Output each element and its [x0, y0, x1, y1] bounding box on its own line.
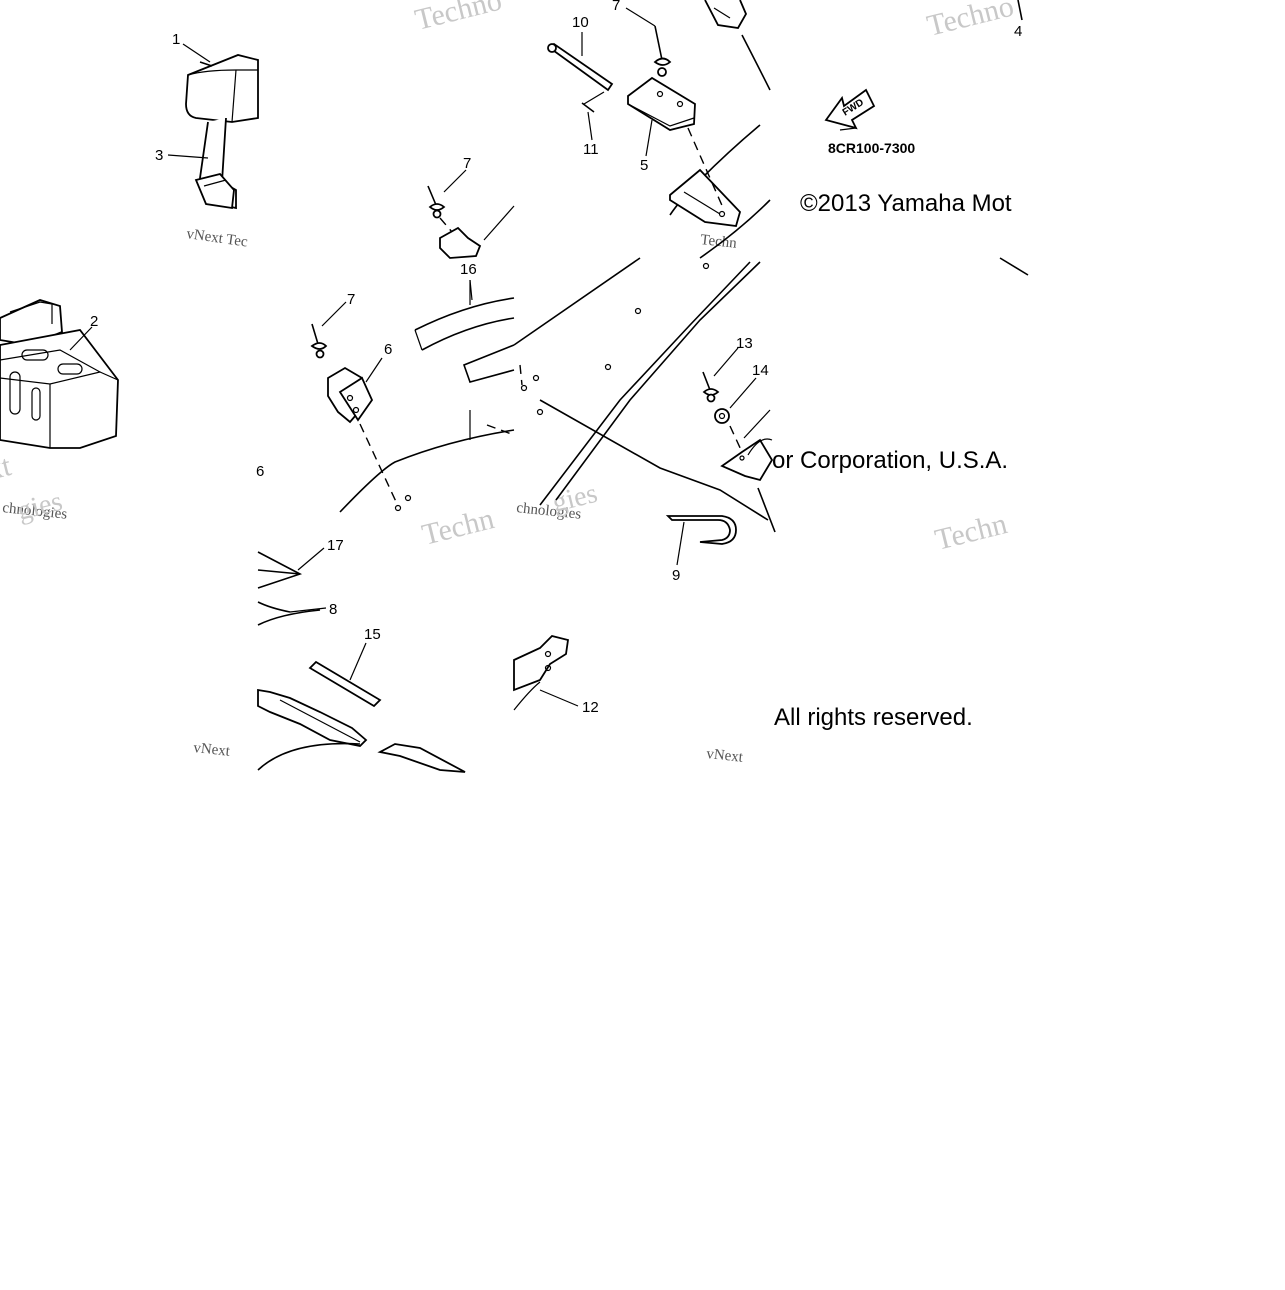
callout: 15 [364, 626, 381, 643]
fender-holes [519, 262, 710, 416]
part-pin-7-center [427, 185, 482, 259]
watermark: Techno [412, 0, 505, 37]
part-bracket-5 [547, 42, 696, 131]
callout: 11 [583, 141, 599, 158]
callout: 17 [327, 537, 344, 554]
leader-lines [69, 7, 757, 707]
callout: 7 [612, 0, 620, 14]
callout: 9 [672, 567, 680, 584]
watermark: chnologies [2, 500, 68, 523]
watermark: Techn [932, 507, 1011, 557]
copyright-line-3: All rights reserved. [774, 704, 973, 731]
watermark: vNext Tec [185, 226, 249, 250]
callout: 14 [752, 362, 769, 379]
part-bracket-lower [669, 127, 742, 227]
callout: 13 [736, 335, 753, 352]
callout: 16 [460, 261, 477, 278]
watermark: Techno [924, 0, 1017, 43]
callout: 6 [256, 463, 264, 480]
copyright-line-2: or Corporation, U.S.A. [772, 447, 1008, 474]
part-rod-9 [665, 515, 737, 545]
watermark: vNext [706, 746, 745, 766]
watermark: Techn [700, 232, 738, 252]
part-fender-lower [257, 551, 466, 773]
callout: 7 [347, 291, 355, 308]
part-battery-box [0, 299, 119, 449]
drawing-code: 8CR100-7300 [828, 140, 915, 156]
callout-labels: 1 2 3 4 5 6 6 7 7 7 8 9 10 11 12 13 14 1… [90, 0, 1022, 716]
callout: 8 [329, 601, 337, 618]
part-bracket-4 [704, 0, 748, 29]
part-bracket-12 [513, 635, 570, 711]
callout: 10 [572, 14, 589, 31]
callout: 5 [640, 157, 648, 174]
part-fender-center [339, 0, 1029, 521]
part-bracket-13-14 [702, 371, 776, 533]
watermark: vNext [193, 740, 232, 760]
watermark-layer: Techno Techno vNext Tec chnologies Techn… [0, 0, 1017, 766]
callout: 1 [172, 31, 180, 48]
callout: 2 [90, 313, 98, 330]
part-pin-7-top [653, 25, 672, 77]
callout: 7 [463, 155, 471, 172]
callout: 12 [582, 699, 599, 716]
callout: 4 [1014, 23, 1022, 40]
watermark-fragment: xt [0, 449, 15, 487]
watermark: Techn [419, 502, 498, 552]
copyright-line-1: ©2013 Yamaha Mot [800, 190, 1012, 217]
callout: 6 [384, 341, 392, 358]
part-bracket-6 [310, 323, 412, 512]
watermark: chnologies [516, 500, 582, 523]
part-storage-box [185, 54, 259, 210]
callout: 3 [155, 147, 163, 164]
fwd-arrow-icon: FWD [824, 88, 876, 131]
